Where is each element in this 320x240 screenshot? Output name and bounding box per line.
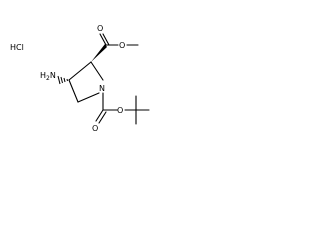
bond-c5-c4 <box>68 79 79 103</box>
stereo-wedge-c2 <box>91 44 107 62</box>
boc-c=o-bond-2 <box>98 111 107 124</box>
amino-h: H <box>40 71 46 80</box>
ester-carbonyl-oxygen: O <box>97 24 103 33</box>
molecule-structure: O O N O O H2N HCl <box>10 24 150 133</box>
ring-nitrogen: N <box>99 84 105 93</box>
boc-c=o-bond-1 <box>95 109 104 122</box>
amino-group: H2N <box>40 71 56 82</box>
ester-c=o-bond-2 <box>102 33 110 46</box>
ester-oxygen: O <box>119 41 125 50</box>
boc-group: O O <box>92 92 150 133</box>
hcl-salt-label: HCl <box>10 43 24 52</box>
ester-c=o-bond-1 <box>99 33 107 46</box>
bond-n1-c5 <box>77 92 100 103</box>
boc-oxygen: O <box>117 106 123 115</box>
bond-c4-c3 <box>68 61 92 81</box>
pyrrolidine-ring <box>68 61 104 103</box>
boc-carbonyl-oxygen: O <box>92 124 98 133</box>
methyl-ester: O O <box>97 24 139 50</box>
stereo-hash-c4 <box>57 75 68 85</box>
bond-c2-n1 <box>90 61 104 81</box>
amino-subscript: 2 <box>46 75 50 82</box>
amino-n: N <box>50 71 56 80</box>
